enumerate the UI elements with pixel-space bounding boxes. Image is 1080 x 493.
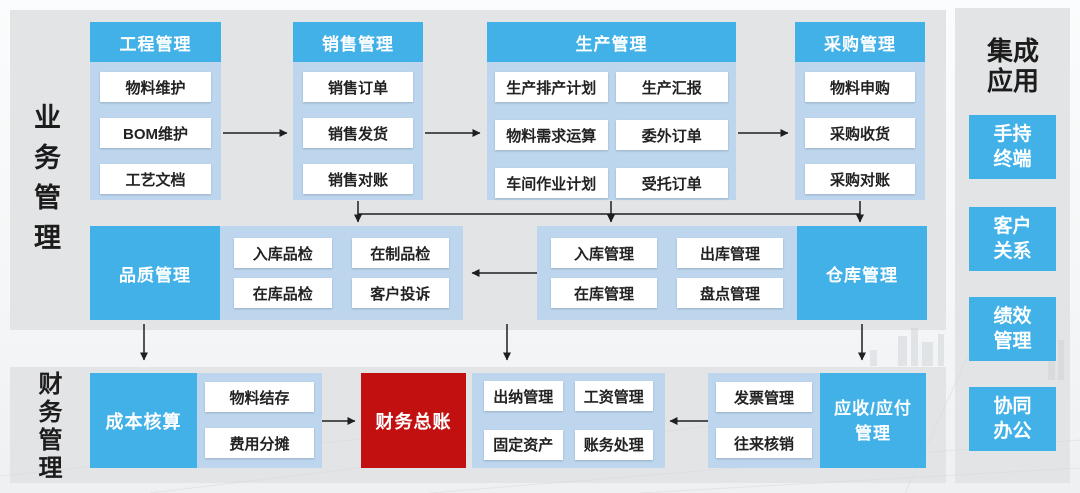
node-process-documents: 工艺文档: [100, 164, 211, 194]
node-stocktaking-management: 盘点管理: [677, 278, 783, 308]
node-invoice-management: 发票管理: [716, 382, 812, 412]
node-outsourcing-order: 委外订单: [615, 120, 728, 150]
node-sales-order: 销售订单: [303, 72, 413, 102]
header-sales: 销售管理: [293, 22, 423, 62]
app-label: 手持终端: [993, 124, 1032, 170]
node-outbound-management: 出库管理: [677, 238, 783, 268]
quality-group: 入库品检 在制品检 在库品检 客户投诉: [220, 226, 463, 320]
receivable-payable-label: 应收/应付管理: [834, 398, 912, 443]
node-cashier-management: 出纳管理: [484, 381, 563, 411]
integration-title: 集成应用: [981, 36, 1045, 96]
warehouse-group: 入库管理 出库管理 在库管理 盘点管理: [537, 226, 797, 320]
node-sales-reconciliation: 销售对账: [303, 164, 413, 194]
node-accounting-processing: 账务处理: [574, 429, 653, 460]
node-payroll-management: 工资管理: [574, 381, 653, 411]
app-customer-relationship: 客户关系: [969, 207, 1056, 271]
cost-group: 物料结存 费用分摊: [197, 373, 322, 468]
node-production-scheduling: 生产排产计划: [495, 72, 608, 102]
node-stock-inspection: 在库品检: [234, 278, 332, 308]
app-collaborative-office: 协同办公: [969, 387, 1056, 451]
node-inbound-management: 入库管理: [551, 238, 657, 268]
header-production: 生产管理: [487, 22, 736, 62]
node-material-requisition: 物料申购: [805, 72, 915, 102]
node-material-balance: 物料结存: [205, 382, 314, 412]
app-handheld-terminal: 手持终端: [969, 115, 1056, 179]
header-procurement: 采购管理: [795, 22, 925, 62]
finance-section-label: 财务管理: [34, 371, 61, 483]
production-group: 生产排产计划 生产汇报 物料需求运算 委外订单 车间作业计划 受托订单: [487, 62, 736, 200]
procurement-group: 物料申购 采购收货 采购对账: [795, 62, 925, 200]
quality-management-node: 品质管理: [90, 226, 220, 320]
business-section-label: 业务管理: [30, 103, 60, 263]
node-consignment-order: 受托订单: [615, 168, 728, 198]
node-expense-allocation: 费用分摊: [205, 428, 314, 458]
finance-ops-group: 出纳管理 工资管理 固定资产 账务处理: [472, 373, 665, 468]
node-workshop-plan: 车间作业计划: [495, 168, 608, 198]
node-bom-maintenance: BOM维护: [100, 118, 211, 148]
node-stock-management: 在库管理: [551, 278, 657, 308]
node-fixed-assets: 固定资产: [484, 429, 563, 460]
app-performance-management: 绩效管理: [969, 297, 1056, 361]
node-customer-complaint: 客户投诉: [351, 278, 449, 308]
node-production-report: 生产汇报: [615, 72, 728, 102]
node-inprocess-inspection: 在制品检: [351, 238, 449, 268]
node-material-requirements: 物料需求运算: [495, 120, 608, 150]
background-skyline: [870, 328, 1064, 380]
node-sales-delivery: 销售发货: [303, 118, 413, 148]
cost-accounting-node: 成本核算: [90, 373, 197, 468]
app-label: 协同办公: [993, 396, 1032, 442]
app-label: 绩效管理: [993, 306, 1032, 352]
header-engineering: 工程管理: [90, 22, 221, 62]
integration-title-text: 集成应用: [986, 36, 1039, 96]
sales-group: 销售订单 销售发货 销售对账: [293, 62, 423, 200]
receivable-payable-node: 应收/应付管理: [820, 373, 926, 468]
node-incoming-inspection: 入库品检: [234, 238, 332, 268]
node-material-maintenance: 物料维护: [100, 72, 211, 102]
node-purchase-receipt: 采购收货: [805, 118, 915, 148]
node-transaction-writeoff: 往来核销: [716, 428, 812, 458]
engineering-group: 物料维护 BOM维护 工艺文档: [90, 62, 221, 200]
node-purchase-reconciliation: 采购对账: [805, 164, 915, 194]
app-label: 客户关系: [993, 216, 1032, 262]
warehouse-management-node: 仓库管理: [797, 226, 927, 320]
general-ledger-node: 财务总账: [361, 373, 466, 468]
receivable-group: 发票管理 往来核销: [708, 373, 820, 468]
